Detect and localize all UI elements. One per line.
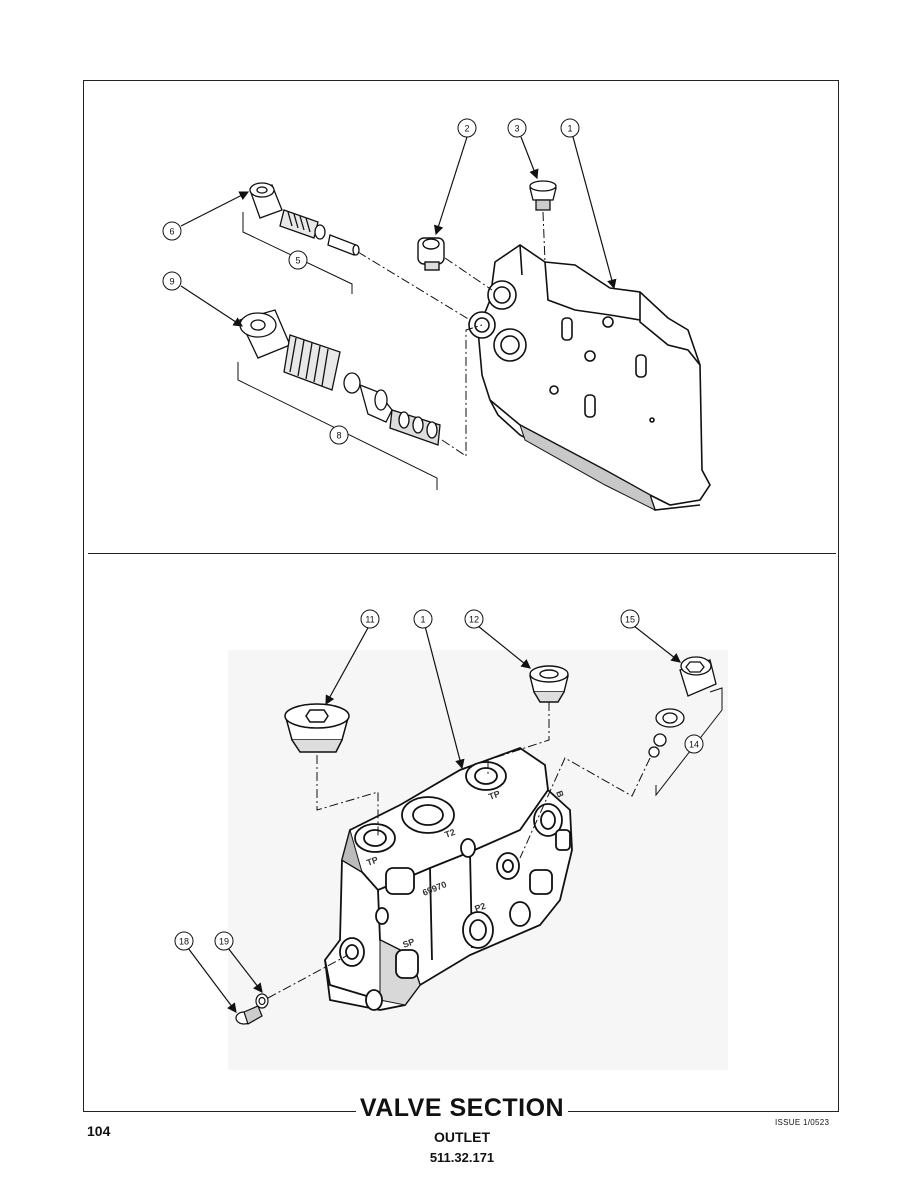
page-number: 104 [87, 1123, 111, 1139]
svg-text:T2: T2 [443, 827, 456, 840]
callout-1-top: 1 [560, 118, 580, 138]
svg-text:19: 19 [219, 937, 229, 947]
callout-11: 11 [360, 609, 380, 629]
title-bar: VALVE SECTION [0, 1094, 924, 1123]
svg-text:2: 2 [464, 124, 469, 134]
svg-text:TP: TP [365, 855, 379, 868]
svg-text:P2: P2 [473, 901, 487, 914]
relief-cartridge-8 [239, 309, 441, 446]
callout-8: 8 [329, 425, 349, 445]
svg-text:6: 6 [169, 227, 174, 237]
valve-body-top [468, 244, 711, 511]
svg-text:14: 14 [689, 740, 699, 750]
issue-label: ISSUE 1/0523 [775, 1118, 830, 1127]
svg-text:SP: SP [401, 936, 416, 950]
callout-2: 2 [457, 118, 477, 138]
plug-11 [284, 703, 350, 753]
callout-18: 18 [174, 931, 194, 951]
svg-text:11: 11 [365, 615, 374, 625]
screw-18 [235, 993, 269, 1025]
bottom-assembly-lines [267, 702, 651, 999]
section-divider [88, 553, 836, 554]
part-number: 511.32.171 [429, 1150, 495, 1165]
callout-15: 15 [620, 609, 640, 629]
callout-9: 9 [162, 271, 182, 291]
svg-text:15: 15 [625, 615, 635, 625]
top-leaders [180, 136, 617, 327]
top-assembly-lines [357, 211, 546, 457]
svg-text:1: 1 [420, 615, 425, 625]
callout-6: 6 [162, 221, 182, 241]
top-diagram: 2 3 1 6 5 9 8 [162, 118, 711, 511]
svg-text:18: 18 [179, 937, 189, 947]
page-subtitle: OUTLET [434, 1129, 490, 1145]
bottom-leaders [187, 625, 681, 1013]
top-callouts: 2 3 1 6 5 9 8 [162, 118, 580, 445]
bottom-diagram: TP T2 TP P2 SP B 69970 [174, 609, 728, 1070]
plug-12 [529, 665, 569, 703]
svg-text:1: 1 [567, 124, 572, 134]
svg-text:8: 8 [336, 431, 341, 441]
valve-body-bottom [324, 746, 573, 1011]
bottom-callouts: 11 1 12 15 14 18 [174, 609, 704, 951]
callout-5: 5 [288, 250, 308, 270]
svg-text:9: 9 [169, 277, 174, 287]
callout-19: 19 [214, 931, 234, 951]
svg-text:TP: TP [487, 789, 501, 802]
check-cartridge-14 [648, 656, 717, 758]
relief-cartridge-5 [249, 182, 360, 256]
body-markings: TP T2 TP P2 SP B 69970 [365, 789, 566, 950]
plug-2 [417, 237, 445, 271]
svg-text:5: 5 [295, 256, 300, 266]
page-title: VALVE SECTION [355, 1094, 569, 1123]
plug-3 [529, 180, 557, 211]
callout-14: 14 [684, 734, 704, 754]
svg-text:3: 3 [514, 124, 519, 134]
svg-text:B: B [554, 789, 566, 799]
callout-3: 3 [507, 118, 527, 138]
callout-1-bottom: 1 [413, 609, 433, 629]
svg-text:12: 12 [469, 615, 479, 625]
callout-12: 12 [464, 609, 484, 629]
